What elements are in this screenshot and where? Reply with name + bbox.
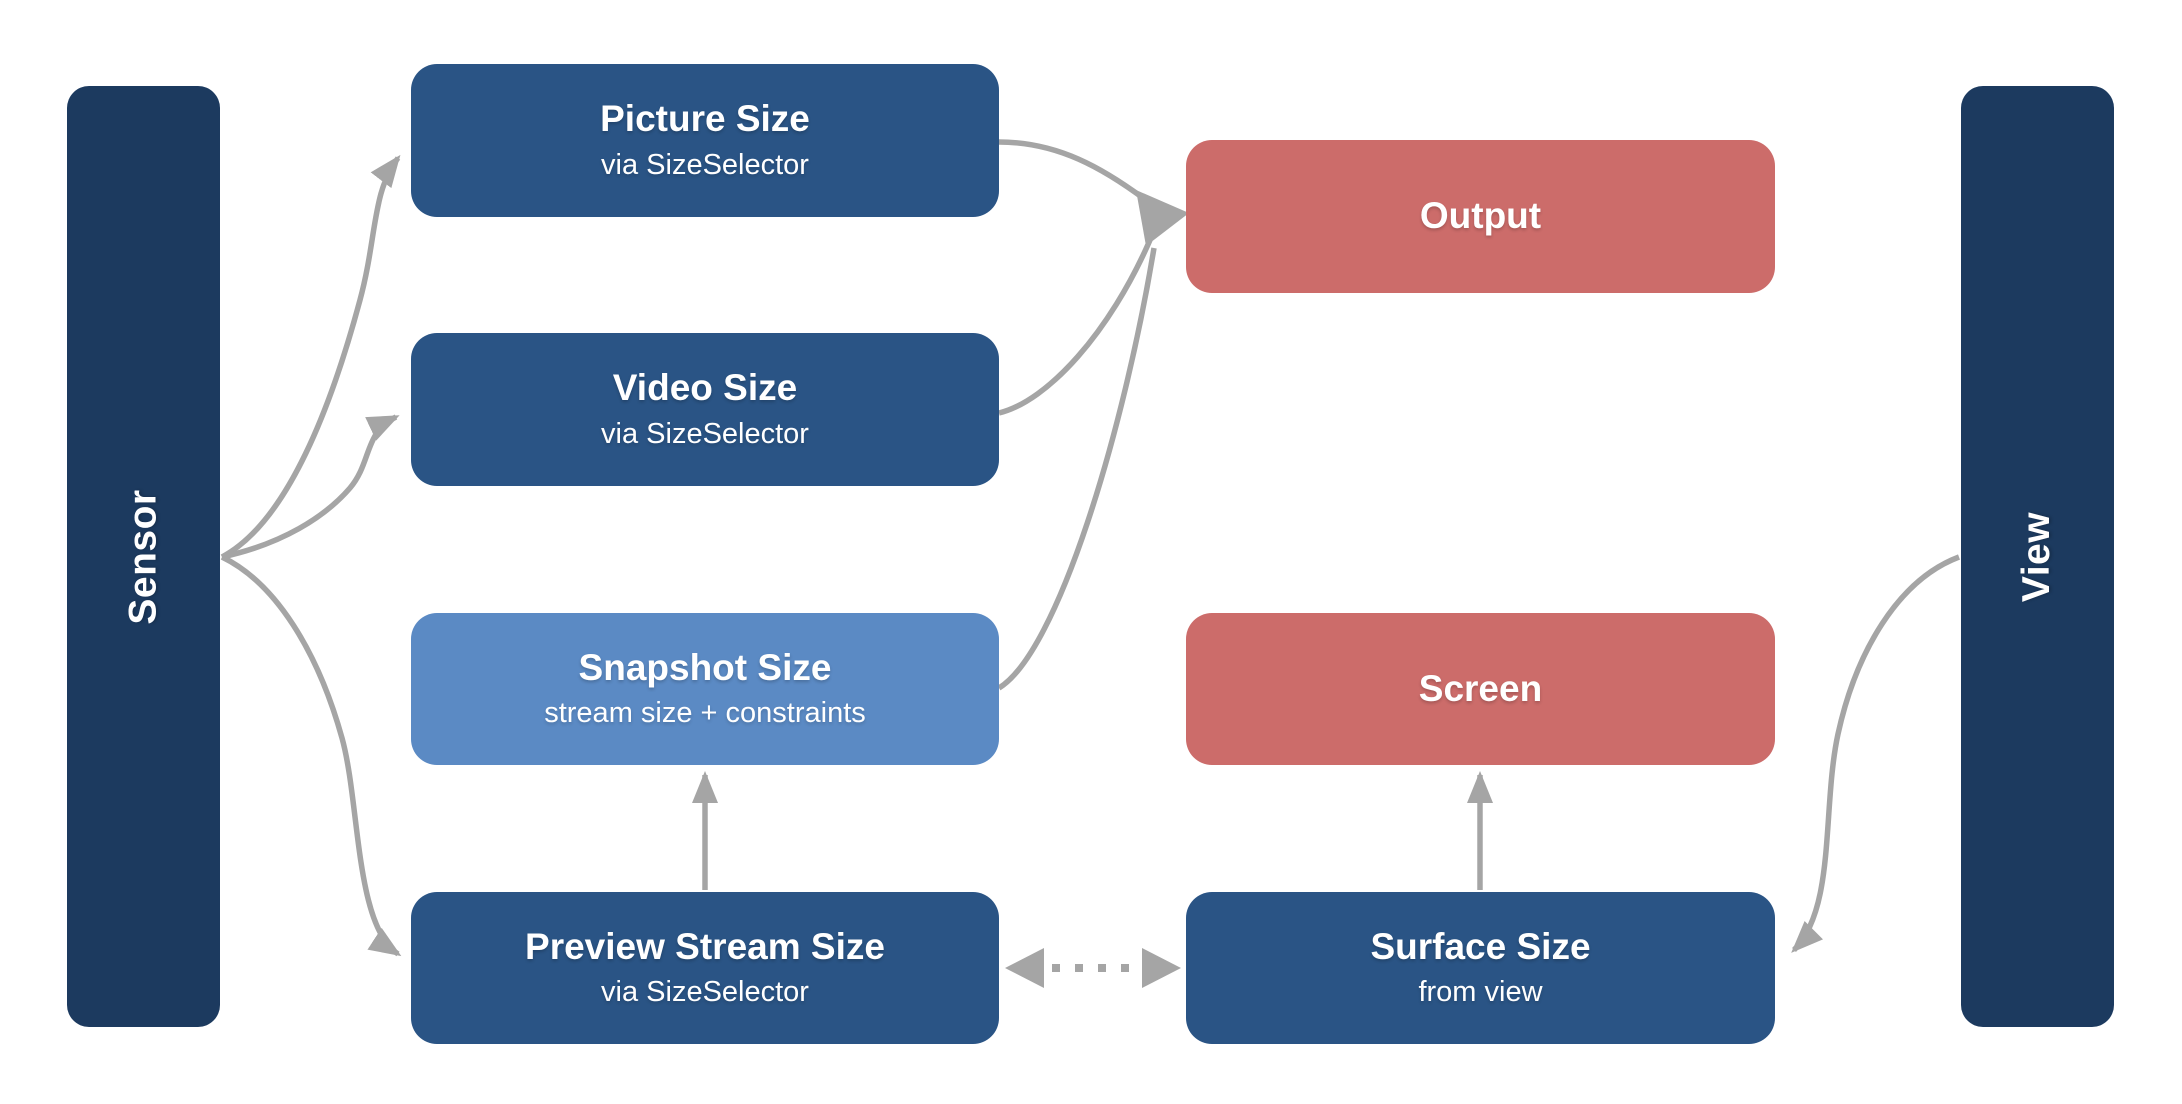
dotted-right-arrowhead [1142, 948, 1181, 988]
node-surface-size-subtitle: from view [1418, 976, 1543, 1009]
node-surface-size: Surface Size from view [1186, 892, 1775, 1044]
edge-view-to-surface [1791, 554, 1960, 953]
edge-video-to-output [998, 238, 1153, 416]
node-snapshot-size-subtitle: stream size + constraints [544, 697, 866, 730]
output-arrowhead [1136, 190, 1189, 246]
dotted-left-arrowhead [1005, 948, 1044, 988]
edge-sensor-to-picture [220, 154, 401, 560]
node-preview-stream-size-title: Preview Stream Size [525, 925, 885, 967]
view-bar-label: View [2015, 511, 2059, 602]
sensor-bar: Sensor [67, 86, 220, 1027]
node-snapshot-size-title: Snapshot Size [578, 646, 832, 688]
node-video-size-title: Video Size [612, 367, 798, 409]
node-preview-stream-size-subtitle: via SizeSelector [601, 976, 809, 1009]
node-picture-size-subtitle: via SizeSelector [601, 148, 809, 181]
node-snapshot-size: Snapshot Size stream size + constraints [411, 613, 999, 765]
view-bar: View [1961, 86, 2114, 1027]
node-preview-stream-size: Preview Stream Size via SizeSelector [411, 892, 999, 1044]
node-output: Output [1186, 140, 1775, 293]
node-surface-size-title: Surface Size [1370, 925, 1591, 967]
edge-sensor-to-preview [220, 554, 402, 957]
node-output-title: Output [1419, 195, 1542, 237]
node-screen-title: Screen [1418, 667, 1543, 709]
node-screen: Screen [1186, 613, 1775, 765]
edge-snapshot-to-output [997, 247, 1157, 691]
node-video-size: Video Size via SizeSelector [411, 333, 999, 486]
node-picture-size: Picture Size via SizeSelector [411, 64, 999, 217]
edge-sensor-to-video [221, 414, 400, 560]
edge-picture-to-output [998, 139, 1157, 210]
sensor-bar-label: Sensor [121, 488, 165, 625]
node-video-size-subtitle: via SizeSelector [601, 417, 809, 450]
node-picture-size-title: Picture Size [600, 98, 810, 140]
